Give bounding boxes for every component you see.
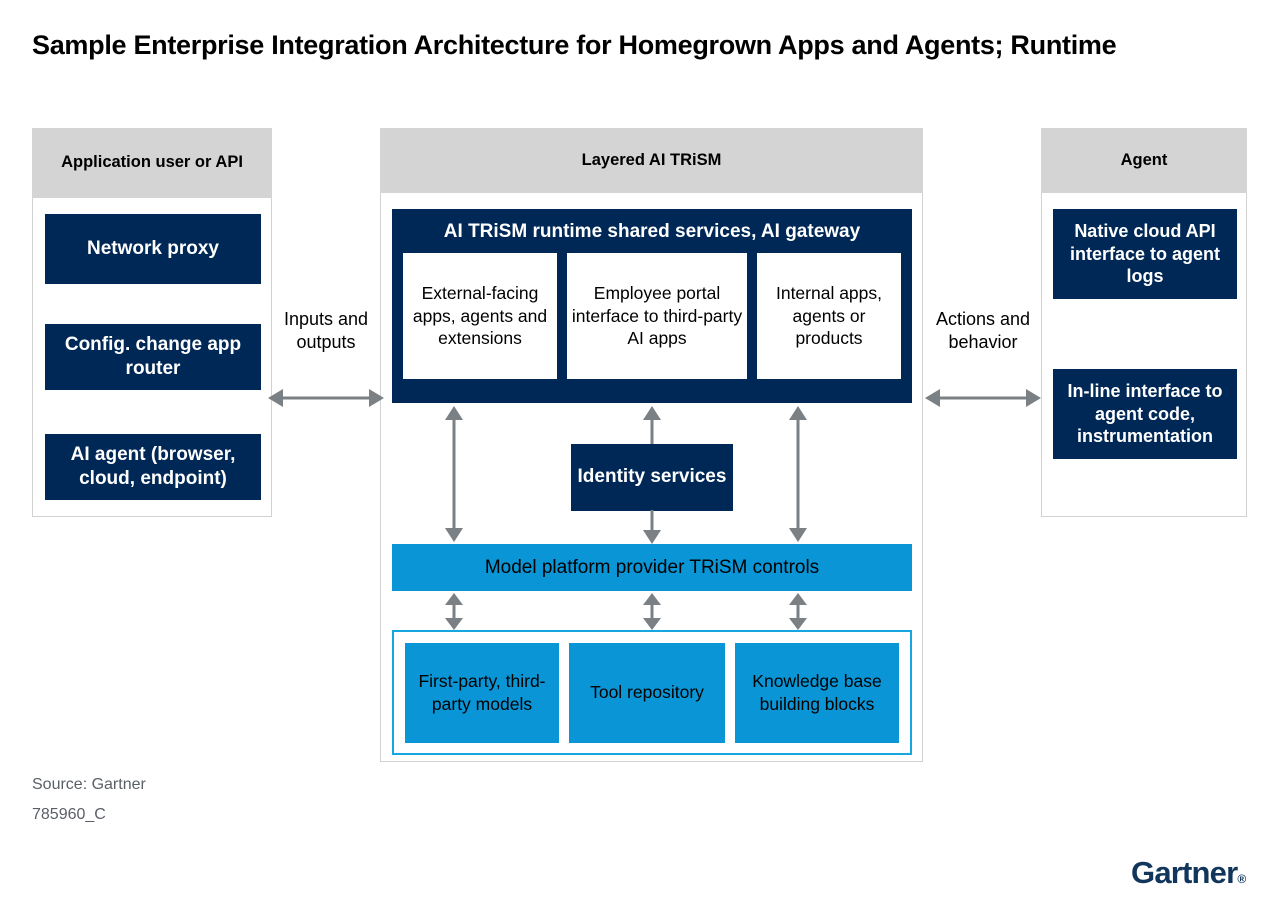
ai-trism-runtime-card-row: External-facing apps, agents and extensi…	[392, 253, 912, 379]
panel-right-header: Agent	[1041, 128, 1247, 193]
card-knowledge-base-building-blocks[interactable]: Knowledge base building blocks	[735, 642, 899, 743]
source-attribution: Source: Gartner	[32, 776, 146, 793]
block-identity-services[interactable]: Identity services	[571, 444, 733, 511]
ai-trism-runtime-title: AI TRiSM runtime shared services, AI gat…	[443, 221, 861, 242]
group-model-and-knowledge-assets: First-party, third-party models Tool rep…	[392, 630, 912, 755]
block-native-cloud-api-interface[interactable]: Native cloud API interface to agent logs	[1053, 209, 1237, 299]
arrow-model-platform-to-bottom-right	[788, 593, 808, 630]
arrow-identity-services-down	[642, 510, 662, 544]
card-external-facing-apps[interactable]: External-facing apps, agents and extensi…	[403, 253, 557, 379]
block-ai-trism-runtime-shared-services[interactable]: AI TRiSM runtime shared services, AI gat…	[392, 209, 912, 403]
registered-trademark-icon: ®	[1237, 872, 1247, 886]
gartner-logo: Gartner®	[1131, 855, 1246, 891]
block-config-change-app-router[interactable]: Config. change app router	[45, 324, 261, 390]
card-first-party-third-party-models[interactable]: First-party, third-party models	[405, 642, 559, 743]
card-tool-repository[interactable]: Tool repository	[569, 642, 725, 743]
block-inline-interface-agent-code[interactable]: In-line interface to agent code, instrum…	[1053, 369, 1237, 459]
arrow-model-platform-to-bottom-left	[444, 593, 464, 630]
gartner-logo-text: Gartner	[1131, 855, 1238, 890]
arrow-left-panel-to-center-panel	[268, 388, 384, 408]
panel-layered-ai-trism: Layered AI TRiSM AI TRiSM runtime shared…	[380, 128, 923, 762]
block-model-platform-provider-trism-controls[interactable]: Model platform provider TRiSM controls	[392, 544, 912, 591]
arrow-identity-services-up	[642, 406, 662, 446]
arrow-runtime-to-model-platform-left	[444, 406, 464, 542]
card-employee-portal-interface[interactable]: Employee portal interface to third-party…	[567, 253, 747, 379]
card-internal-apps[interactable]: Internal apps, agents or products	[757, 253, 901, 379]
panel-center-header: Layered AI TRiSM	[380, 128, 923, 193]
panel-left-header: Application user or API	[32, 128, 272, 198]
arrow-model-platform-to-bottom-center	[642, 593, 662, 630]
block-ai-agent[interactable]: AI agent (browser, cloud, endpoint)	[45, 434, 261, 500]
connector-label-actions-and-behavior: Actions and behavior	[935, 309, 1031, 353]
panel-application-user-or-api: Application user or API Network proxy Co…	[32, 128, 272, 517]
arrow-center-panel-to-right-panel	[925, 388, 1041, 408]
arrow-runtime-to-model-platform-right	[788, 406, 808, 542]
block-network-proxy[interactable]: Network proxy	[45, 214, 261, 284]
panel-agent: Agent Native cloud API interface to agen…	[1041, 128, 1247, 517]
document-code: 785960_C	[32, 806, 106, 823]
connector-label-inputs-and-outputs: Inputs and outputs	[283, 309, 369, 353]
page-title: Sample Enterprise Integration Architectu…	[32, 30, 1117, 60]
